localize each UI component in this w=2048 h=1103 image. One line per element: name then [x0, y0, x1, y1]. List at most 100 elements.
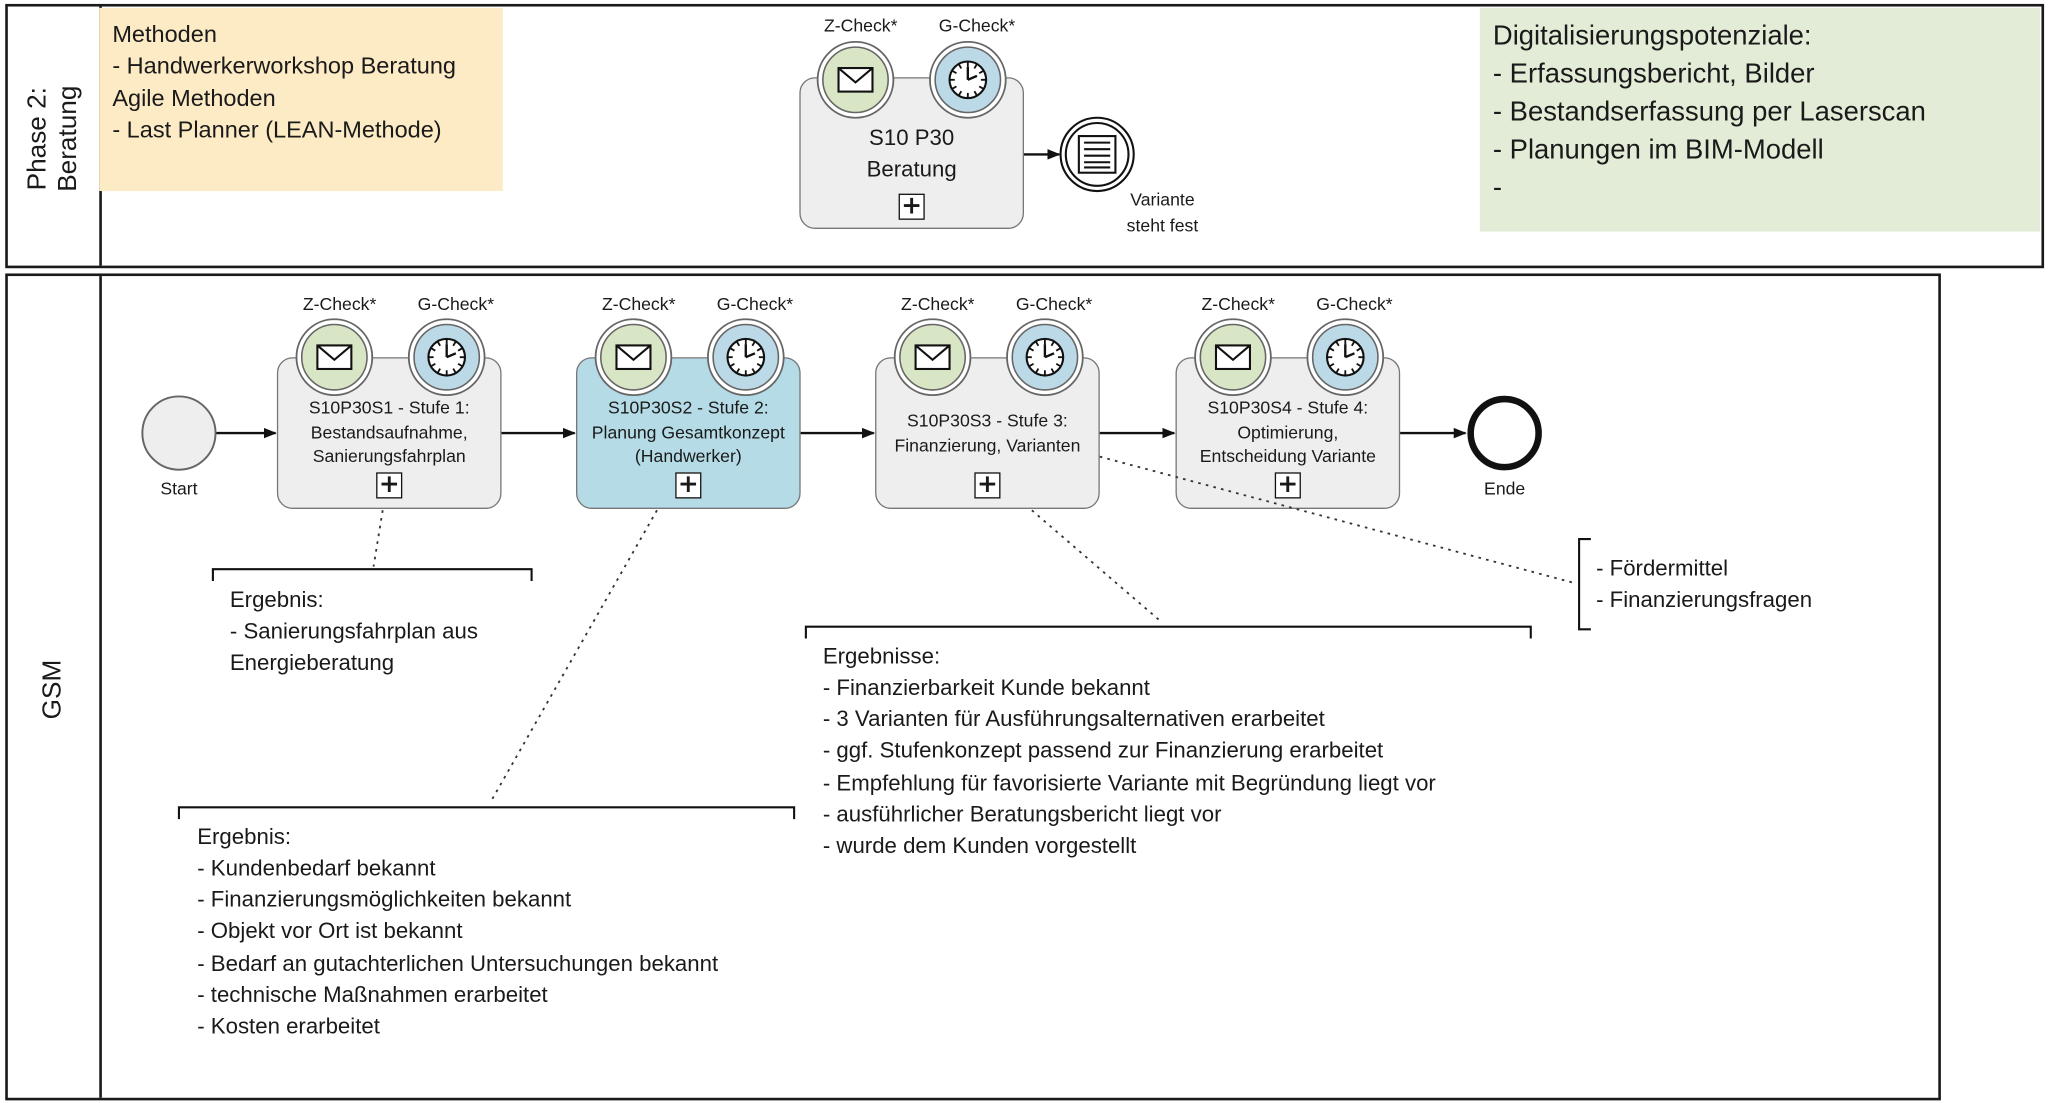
stage-3-label-line: S10P30S3 - Stufe 3:: [907, 410, 1068, 431]
annotation-line: - 3 Varianten für Ausführungsalternative…: [822, 706, 1325, 732]
envelope-icon: [837, 66, 874, 93]
stage-2-label-line: (Handwerker): [634, 446, 742, 467]
annotation-line: - Objekt vor Ort ist bekannt: [197, 919, 463, 944]
clock-icon: [726, 337, 766, 377]
stage-3-timer-event[interactable]: [1006, 318, 1084, 397]
phase-task-label-line: S10 P30: [869, 125, 955, 151]
sequence-flows: [215, 149, 1467, 439]
annotation-line: - Fördermittel: [1596, 556, 1729, 581]
list-lines-icon: [1077, 135, 1117, 174]
stage-3-z-check-label: Z-Check*: [901, 294, 975, 315]
annotation-line: Energieberatung: [229, 650, 395, 676]
gsm-lane-header: GSM: [8, 276, 102, 1098]
subprocess-plus-icon[interactable]: +: [974, 472, 1001, 499]
phase-g-check-label: G-Check*: [938, 15, 1016, 36]
stage-2-g-check-label: G-Check*: [716, 294, 794, 315]
methods-note-line: Agile Methoden: [112, 84, 276, 111]
methods-note-line: Methoden: [112, 20, 217, 48]
annotation-line: - Sanierungsfahrplan aus: [229, 619, 478, 644]
subprocess-plus-icon[interactable]: +: [376, 472, 403, 499]
stage-1-label-line: S10P30S1 - Stufe 1:: [308, 397, 470, 418]
end-event-circle[interactable]: [1467, 395, 1542, 471]
stage-1-timer-event[interactable]: [407, 318, 486, 397]
stage-1-annotation: Ergebnis: - Sanierungsfahrplan aus Energ…: [230, 585, 478, 680]
stage-4-label-line: S10P30S4 - Stufe 4:: [1207, 397, 1369, 418]
stage-4-timer-event[interactable]: [1306, 318, 1385, 397]
association-stage-3: [1031, 509, 1164, 624]
association-funding: [1099, 455, 1577, 585]
stage-1-g-check-label: G-Check*: [417, 294, 495, 315]
annotation-line: - Bedarf an gutachterlichen Untersuchung…: [197, 950, 719, 976]
phase-task-label-line: Beratung: [866, 157, 957, 183]
variant-end-label: Variante steht fest: [1127, 187, 1199, 238]
boundary-events: [295, 40, 1385, 397]
stage-3-g-check-label: G-Check*: [1015, 294, 1093, 315]
annotation-line: - Kosten erarbeitet: [197, 1013, 380, 1039]
subprocess-plus-icon[interactable]: +: [675, 472, 702, 499]
digital-note-line: - Erfassungsbericht, Bilder: [1492, 58, 1815, 89]
phase-message-event[interactable]: [816, 40, 895, 119]
stage-2-message-event[interactable]: [594, 318, 673, 397]
stage-2-timer-event[interactable]: [707, 318, 785, 397]
annotation-line: - ausführlicher Beratungsbericht liegt v…: [822, 801, 1222, 827]
subprocess-plus-icon[interactable]: +: [1274, 472, 1301, 499]
funding-annotation-bracket: [1578, 538, 1591, 631]
associations: [372, 455, 1577, 804]
annotation-line: - ggf. Stufenkonzept passend zur Finanzi…: [822, 738, 1384, 764]
annotation-line: - Empfehlung für favorisierte Variante m…: [822, 770, 1436, 795]
stage-1-label-line: Sanierungsfahrplan: [312, 446, 466, 467]
association-stage-2: [489, 509, 658, 804]
stage-4-z-check-label: Z-Check*: [1201, 294, 1275, 315]
stage-4-label: S10P30S4 - Stufe 4: Optimierung, Entsche…: [1182, 396, 1394, 469]
variant-end-event[interactable]: [1059, 116, 1135, 193]
stage-3-message-event[interactable]: [893, 318, 972, 397]
stage-3-label-line: Finanzierung, Varianten: [894, 435, 1081, 455]
clock-icon: [427, 337, 467, 377]
methods-note-line: - Last Planner (LEAN-Methode): [112, 116, 442, 143]
annotation-line: Ergebnisse:: [822, 643, 941, 669]
stage-2-z-check-label: Z-Check*: [601, 294, 676, 315]
digital-note-line: - Bestandserfassung per Laserscan: [1492, 96, 1926, 127]
annotation-brackets: [177, 538, 1591, 820]
stage-1-annotation-bracket: [211, 568, 533, 581]
start-event-label: Start: [160, 478, 198, 499]
stage-4-label-line: Entscheidung Variante: [1199, 446, 1376, 467]
envelope-icon: [914, 344, 951, 371]
annotation-line: Ergebnis:: [197, 824, 292, 850]
annotation-line: - technische Maßnahmen erarbeitet: [197, 982, 548, 1007]
methods-note-line: - Handwerkerworkshop Beratung: [112, 52, 457, 79]
variant-end-label-line: steht fest: [1126, 215, 1199, 235]
subprocess-plus-icon[interactable]: +: [898, 193, 925, 220]
stage-1-z-check-label: Z-Check*: [302, 294, 377, 315]
stage-2-label: S10P30S2 - Stufe 2: Planung Gesamtkonzep…: [583, 396, 795, 469]
stage-4-g-check-label: G-Check*: [1316, 294, 1393, 315]
stage-1-message-event[interactable]: [295, 318, 374, 397]
phase-z-check-label: Z-Check*: [823, 15, 898, 36]
end-event-label: Ende: [1484, 478, 1526, 499]
stage-1-label: S10P30S1 - Stufe 1: Bestandsaufnahme, Sa…: [283, 396, 495, 469]
envelope-icon: [615, 344, 652, 371]
stage-2-label-line: S10P30S2 - Stufe 2:: [607, 397, 769, 418]
annotation-line: - wurde dem Kunden vorgestellt: [822, 833, 1137, 858]
digital-note-line: -: [1492, 172, 1503, 203]
digital-note-line: Digitalisierungspotenziale:: [1492, 20, 1812, 52]
clock-icon: [1325, 337, 1365, 377]
stage-2-label-line: Planung Gesamtkonzept: [591, 422, 785, 442]
stage-4-label-line: Optimierung,: [1237, 422, 1339, 442]
stage-2-annotation-bracket: [177, 806, 796, 820]
digital-note: Digitalisierungspotenziale: - Erfassungs…: [1479, 7, 2041, 232]
annotation-line: - Finanzierungsfragen: [1596, 587, 1813, 613]
stage-4-message-event[interactable]: [1194, 318, 1272, 397]
digital-note-line: - Planungen im BIM-Modell: [1492, 134, 1824, 165]
stage-2-annotation: Ergebnis: - Kundenbedarf bekannt - Finan…: [197, 822, 718, 1043]
stage-3-annotation-bracket: [804, 625, 1532, 639]
annotation-line: - Kundenbedarf bekannt: [197, 855, 436, 881]
annotation-line: - Finanzierbarkeit Kunde bekannt: [822, 675, 1150, 701]
stage-3-annotation: Ergebnisse: - Finanzierbarkeit Kunde bek…: [823, 641, 1436, 862]
stage-3-label: S10P30S3 - Stufe 3: Finanzierung, Varian…: [882, 410, 1094, 459]
phase-timer-event[interactable]: [929, 40, 1007, 119]
start-event-circle[interactable]: [141, 395, 217, 471]
envelope-icon: [316, 344, 353, 371]
